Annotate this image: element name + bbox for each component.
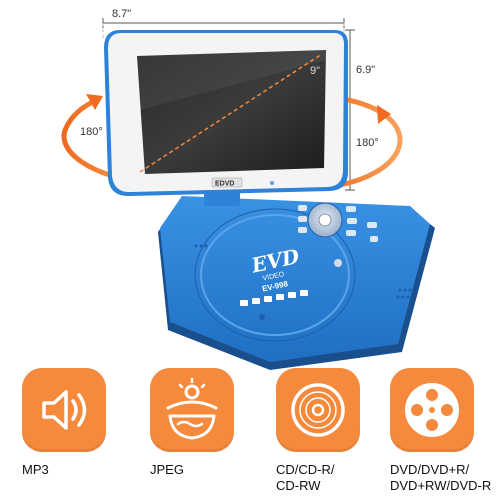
control-button[interactable]: [367, 222, 377, 228]
brand-badge: [211, 177, 243, 188]
feature-tile-mp3: [22, 368, 106, 452]
feature-tile-jpeg: [150, 368, 234, 452]
diagonal-dimension-line: [139, 53, 323, 173]
feature-label-dvd: DVD/DVD+R/ DVD+RW/DVD-R: [390, 462, 492, 493]
control-button[interactable]: [298, 205, 307, 211]
feature-label-mp3: MP3: [22, 462, 49, 477]
height-dimension-label: 6.9": [356, 64, 375, 76]
feature-jpeg: JPEG: [150, 368, 260, 500]
control-button[interactable]: [346, 206, 356, 212]
control-button[interactable]: [298, 216, 307, 222]
film-reel-icon: [405, 383, 459, 437]
feature-tile-dvd: [390, 368, 474, 452]
screen-brand-label: EDVD: [215, 181, 234, 188]
feature-label-jpeg: JPEG: [150, 462, 184, 477]
disc-icon: [291, 383, 345, 437]
monitor: 9" EDVD: [104, 30, 348, 197]
feature-cd: CD/CD-R/ CD-RW: [276, 368, 386, 500]
rotate-left-label: 180°: [80, 126, 103, 138]
control-button[interactable]: [298, 227, 307, 233]
width-dimension-label: 8.7": [112, 8, 131, 20]
disc-sub-label: VIDEO: [262, 271, 285, 282]
diagonal-dimension-label: 9": [310, 65, 320, 77]
rotate-right-label: 180°: [356, 137, 379, 149]
feature-tile-cd: [276, 368, 360, 452]
control-button[interactable]: [370, 236, 378, 242]
control-button[interactable]: [334, 259, 342, 267]
photo-icon: [166, 377, 218, 440]
feature-row: MP3 JPEG CD/CD-R/ CD-RW: [0, 368, 500, 500]
feature-dvd: DVD/DVD+R/ DVD+RW/DVD-R: [390, 368, 500, 500]
speaker-grill: [194, 244, 412, 299]
feature-label-cd: CD/CD-R/ CD-RW: [276, 462, 335, 493]
control-panel: [298, 202, 378, 267]
disc-lid: [200, 214, 350, 336]
format-badges: [240, 290, 308, 306]
speaker-icon: [42, 390, 87, 430]
control-button[interactable]: [347, 218, 357, 224]
dvd-base-unit: EVD VIDEO EV-998: [158, 196, 435, 370]
control-button[interactable]: [346, 230, 356, 236]
feature-mp3: MP3: [22, 368, 132, 500]
